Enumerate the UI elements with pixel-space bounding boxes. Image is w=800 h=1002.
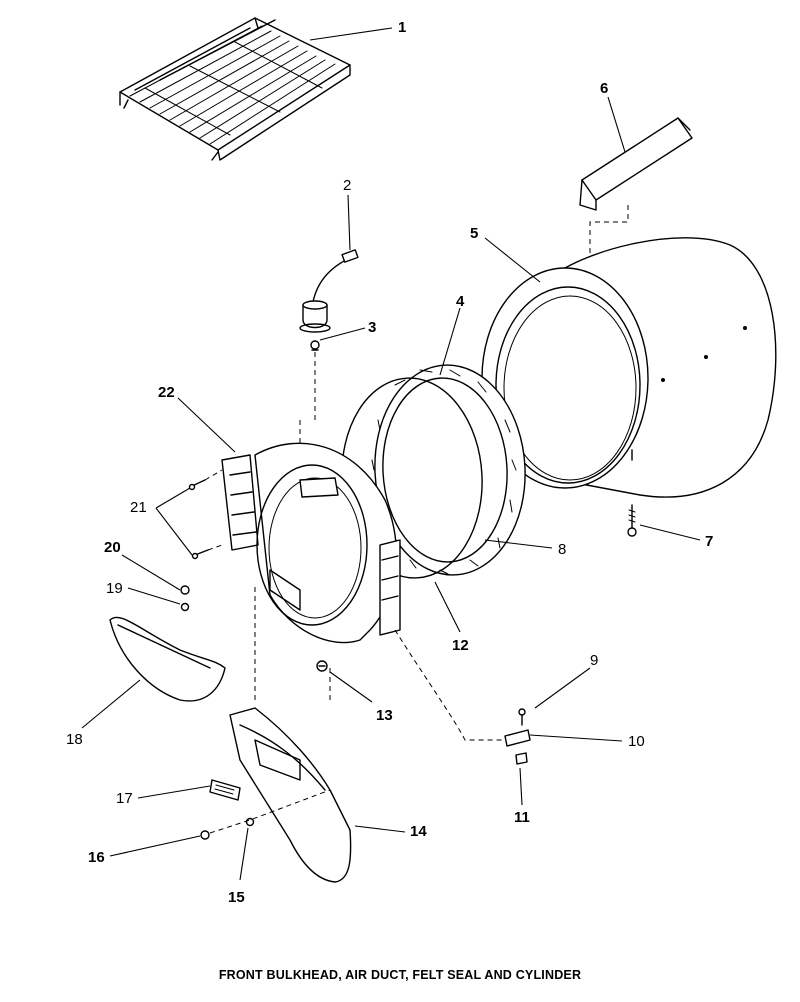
leader-lines <box>81 27 701 881</box>
callout-19: 19 <box>106 580 123 597</box>
part-4-felt-seal <box>371 364 526 576</box>
front-bulkhead <box>254 442 505 741</box>
callout-2: 2 <box>343 177 351 194</box>
part-7-screw <box>627 504 637 537</box>
part-14-air-duct <box>229 585 352 883</box>
callout-11: 11 <box>514 809 530 826</box>
callout-12: 12 <box>452 637 469 654</box>
callout-6: 6 <box>600 80 608 97</box>
part-22-bracket <box>221 454 259 551</box>
callout-18: 18 <box>66 731 83 748</box>
callout-16: 16 <box>88 849 105 866</box>
callout-22: 22 <box>158 384 175 401</box>
part-18-duct-cover <box>109 616 226 702</box>
callout-17: 17 <box>116 790 133 807</box>
callout-9: 9 <box>590 652 598 669</box>
part-17-label <box>209 779 241 801</box>
callout-3: 3 <box>368 319 376 336</box>
callout-20: 20 <box>104 539 121 556</box>
callout-5: 5 <box>470 225 478 242</box>
callout-10: 10 <box>628 733 645 750</box>
part-19-20-21-fasteners <box>180 469 223 612</box>
part-9-10-11-hardware <box>504 708 531 765</box>
callout-15: 15 <box>228 889 245 906</box>
part-15-16-fasteners <box>200 789 331 840</box>
callout-1: 1 <box>398 19 406 36</box>
part-13-screw <box>316 660 328 672</box>
callout-13: 13 <box>376 707 393 724</box>
part-1-rack <box>119 17 351 161</box>
callout-14: 14 <box>410 823 427 840</box>
callout-21: 21 <box>130 499 147 516</box>
callout-8: 8 <box>558 541 566 558</box>
callout-4: 4 <box>456 293 465 310</box>
callout-7: 7 <box>705 533 713 550</box>
part-2-3-thermostat <box>299 249 359 585</box>
diagram-caption: FRONT BULKHEAD, AIR DUCT, FELT SEAL AND … <box>218 968 582 982</box>
part-5-cylinder <box>481 237 777 498</box>
callout-labels: 1 2 3 4 5 6 7 8 9 10 11 12 13 14 15 16 1… <box>66 19 713 906</box>
